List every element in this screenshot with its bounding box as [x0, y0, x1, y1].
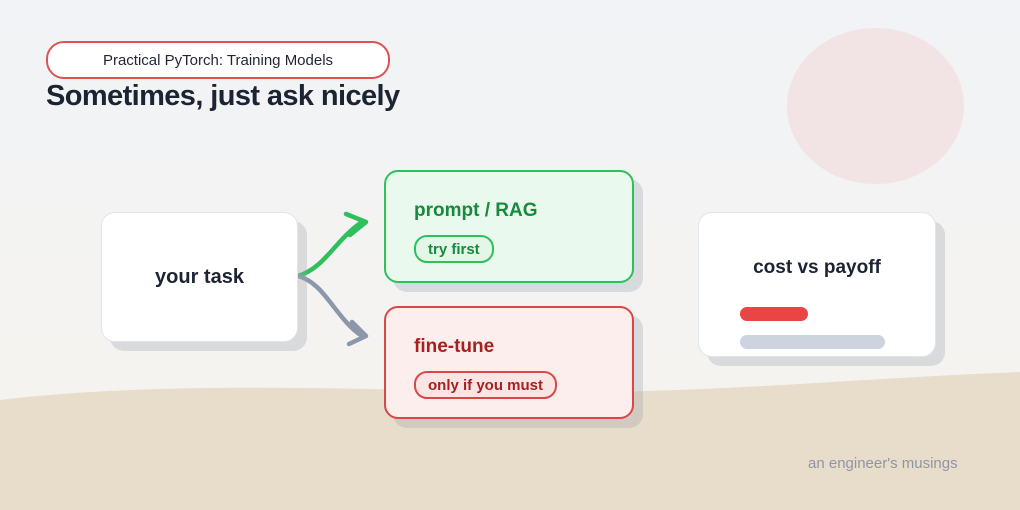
task-label: your task [155, 265, 244, 288]
option-prompt-rag: prompt / RAG try first [384, 170, 634, 283]
page-title: Sometimes, just ask nicely [46, 80, 400, 112]
cost-title: cost vs payoff [753, 257, 881, 278]
cost-bar [740, 307, 808, 321]
series-badge: Practical PyTorch: Training Models [46, 41, 390, 79]
option-finetune-tag-label: only if you must [428, 376, 544, 394]
option-prompt-tag-label: try first [428, 240, 480, 258]
footer-credit: an engineer's musings [808, 455, 958, 472]
option-finetune-title: fine-tune [414, 336, 495, 357]
option-finetune-tag: only if you must [414, 371, 558, 399]
option-prompt-tag: try first [414, 235, 494, 263]
payoff-bar [740, 335, 885, 349]
decorative-circle [787, 28, 964, 184]
option-prompt-title: prompt / RAG [414, 200, 538, 221]
task-node: your task [101, 212, 298, 342]
option-fine-tune: fine-tune only if you must [384, 306, 634, 419]
series-label: Practical PyTorch: Training Models [102, 51, 334, 69]
cost-payoff-card: cost vs payoff [698, 212, 936, 357]
